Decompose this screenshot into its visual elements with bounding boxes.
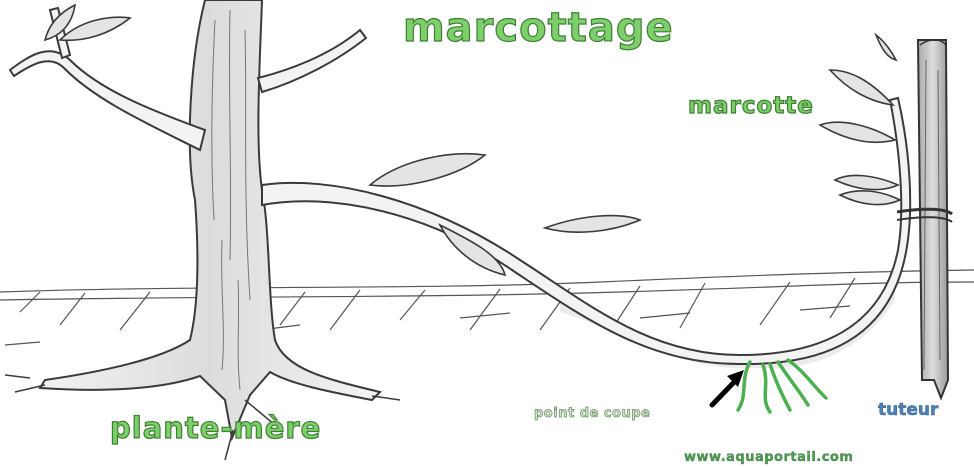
stake: [897, 40, 952, 398]
mother-plant-trunk: [40, 0, 380, 438]
arrow-icon: [712, 370, 744, 405]
marcotte-leaves: [820, 35, 900, 205]
upper-right-branch: [258, 30, 366, 92]
marcotte-label: marcotte: [688, 95, 814, 118]
stake-label: tuteur: [878, 402, 938, 419]
diagram-title: marcottage: [403, 8, 674, 48]
mother-plant-label: plante-mère: [110, 414, 321, 443]
cut-point-label: point de coupe: [534, 407, 650, 420]
website-watermark: www.aquaportail.com: [684, 451, 853, 464]
ground: [0, 270, 974, 345]
